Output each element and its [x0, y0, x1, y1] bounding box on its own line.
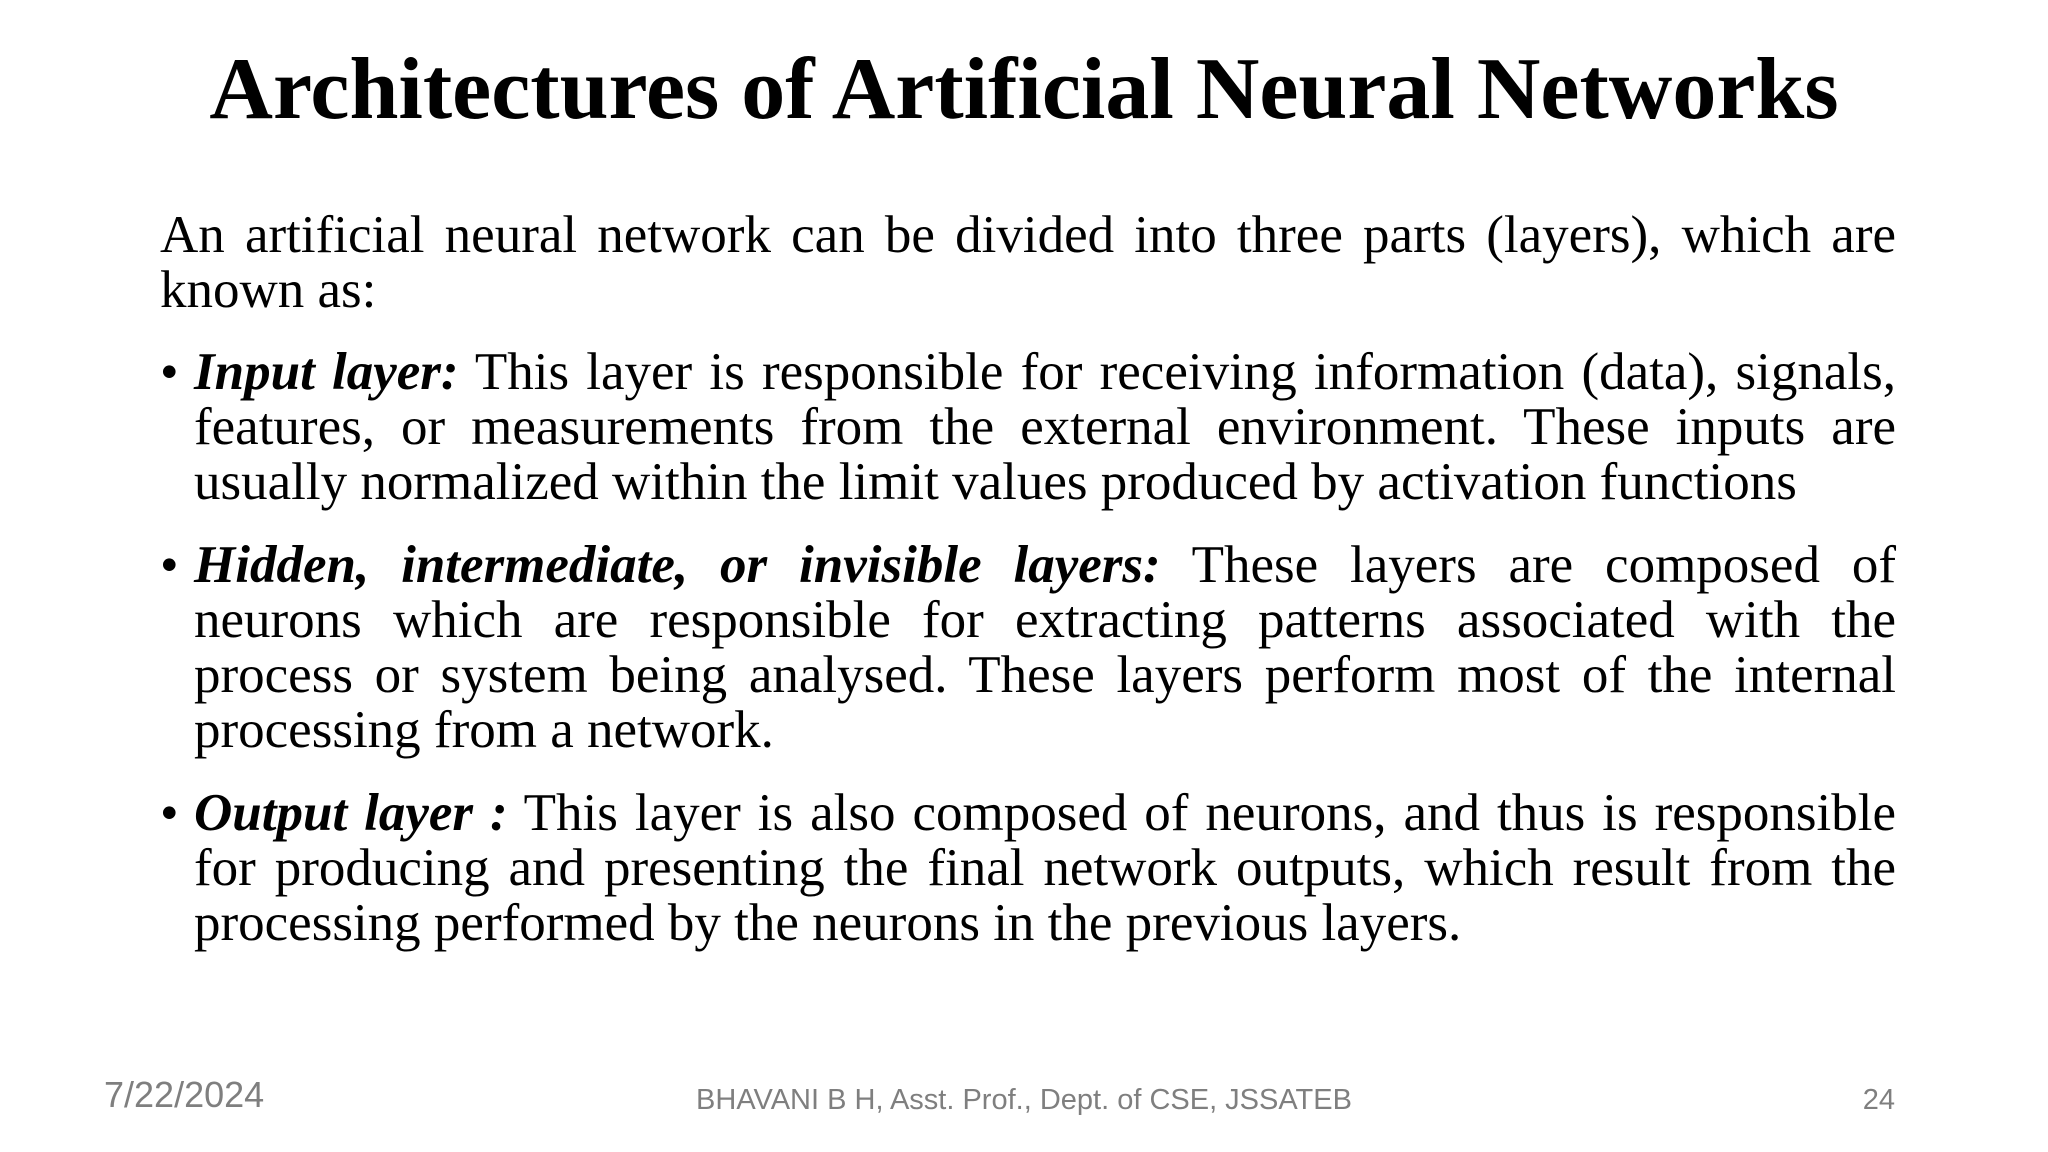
footer-page-number: 24	[1862, 1084, 1895, 1116]
bullet-lead: Hidden, intermediate, or invisible layer…	[194, 536, 1161, 594]
bullet-lead: Input layer:	[194, 343, 459, 401]
bullet-lead: Output layer :	[194, 784, 508, 842]
page-title: Architectures of Artificial Neural Netwo…	[209, 41, 1839, 138]
bullet-text: These layers are composed of neurons whi…	[194, 536, 1896, 759]
intro-paragraph: An artificial neural network can be divi…	[160, 206, 1896, 319]
bullet-marker: •	[160, 343, 179, 401]
bullet-text: This layer is responsible for receiving …	[194, 343, 1896, 511]
footer-credit: BHAVANI B H, Asst. Prof., Dept. of CSE, …	[696, 1084, 1352, 1116]
bullet-item-input-layer: • Input layer: This layer is responsible …	[160, 345, 1896, 510]
bullet-marker: •	[160, 536, 179, 594]
bullet-item-output-layer: • Output layer : This layer is also compo…	[160, 786, 1896, 951]
slide-body: An artificial neural network can be divi…	[160, 208, 1896, 951]
bullet-text: This layer is also composed of neurons, …	[194, 784, 1896, 952]
bullet-marker: •	[160, 784, 179, 842]
footer-date: 7/22/2024	[104, 1074, 265, 1115]
bullet-item-hidden-layers: • Hidden, intermediate, or invisible laye…	[160, 538, 1896, 758]
